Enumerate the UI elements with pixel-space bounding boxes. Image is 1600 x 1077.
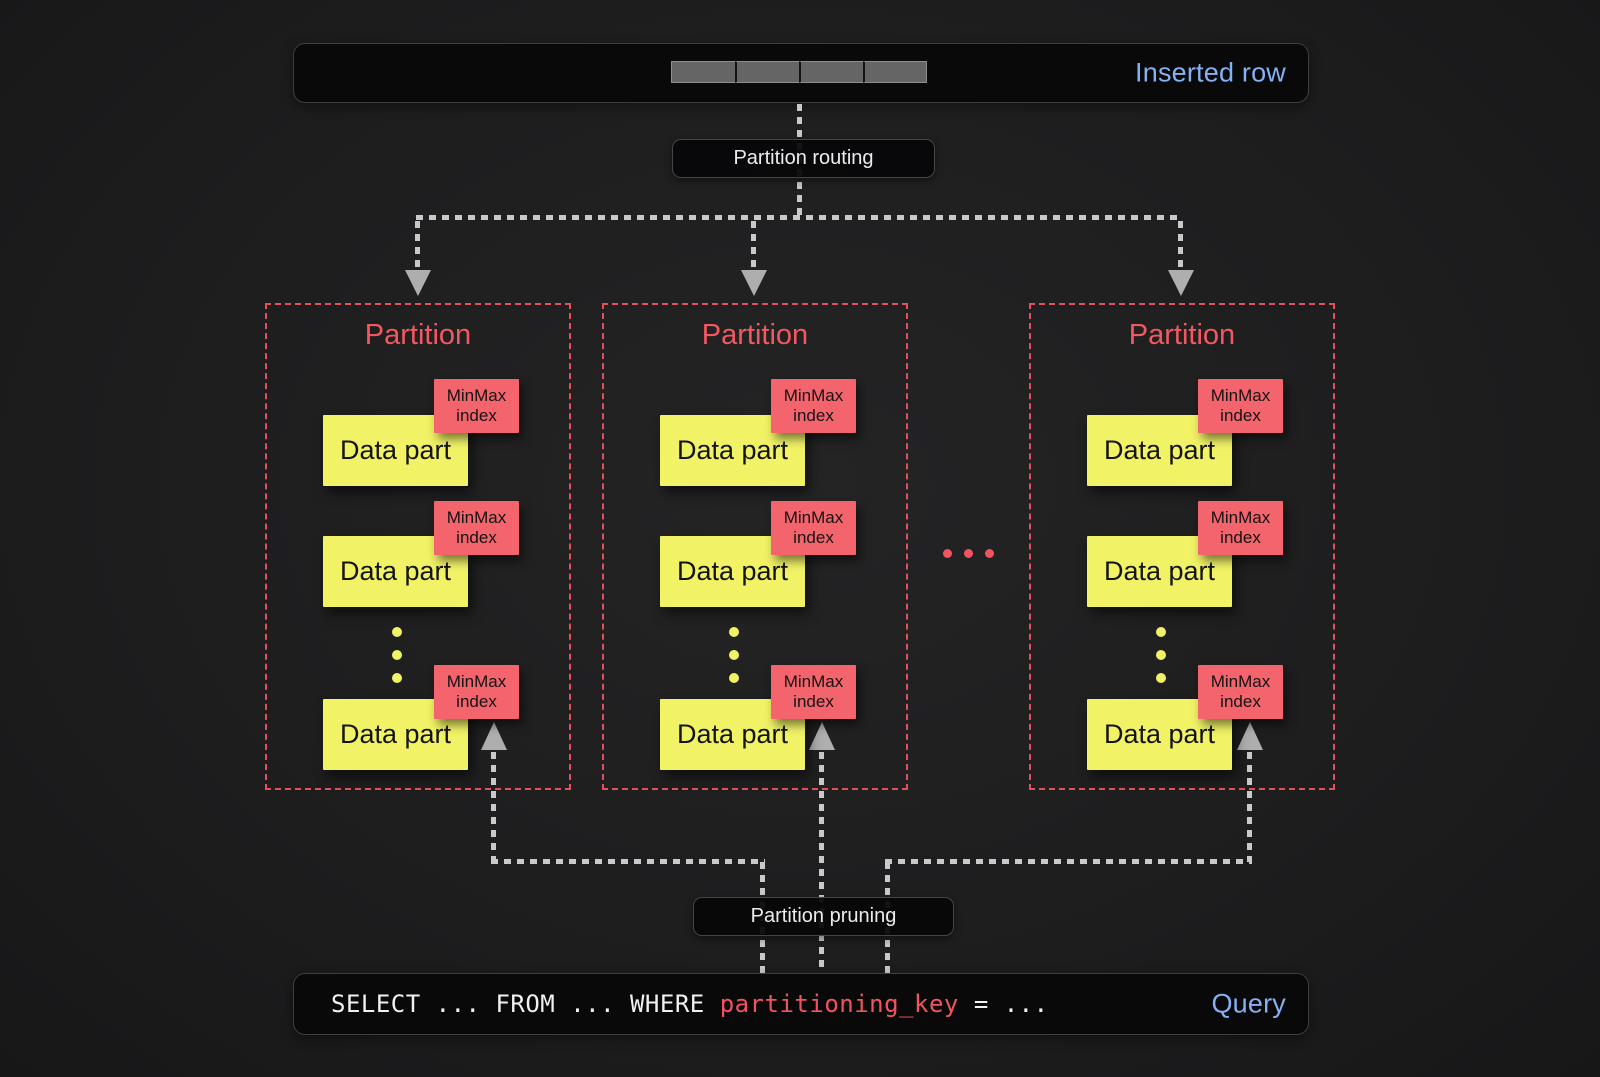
partition-routing-pill: Partition routing (672, 139, 935, 178)
partition-routing-label: Partition routing (733, 147, 874, 169)
partition-box-middle: Partition MinMax index Data part MinMax … (602, 303, 908, 790)
arrow-down-middle-icon (741, 270, 767, 296)
query-sql-text: SELECT ... FROM ... WHERE partitioning_k… (331, 990, 1049, 1018)
minmax-line2: index (456, 406, 497, 425)
ellipsis-dot (729, 673, 739, 683)
minmax-line1: MinMax (783, 671, 844, 691)
query-tail: = ... (958, 990, 1049, 1018)
pruning-line-middle (819, 752, 824, 973)
pruning-line-right-horizontal (885, 859, 1252, 864)
partition-ellipsis-dot (964, 549, 973, 558)
data-part-box: Data part (323, 699, 468, 770)
data-part-box: Data part (1087, 415, 1232, 486)
minmax-line1: MinMax (1210, 385, 1271, 405)
minmax-line2: index (793, 528, 834, 547)
minmax-index-tag: MinMax index (771, 379, 856, 433)
inserted-row-bar: Inserted row (293, 43, 1309, 103)
pruning-line-left-up (491, 752, 496, 862)
minmax-index-tag: MinMax index (1198, 665, 1283, 719)
minmax-line2: index (456, 528, 497, 547)
minmax-index-tag: MinMax index (1198, 379, 1283, 433)
arrow-up-left-icon (481, 722, 507, 750)
minmax-index-tag: MinMax index (434, 379, 519, 433)
minmax-index-tag: MinMax index (434, 501, 519, 555)
ellipsis-dot (1156, 673, 1166, 683)
row-segment-cell (735, 61, 799, 83)
query-bar: SELECT ... FROM ... WHERE partitioning_k… (293, 973, 1309, 1035)
arrow-down-left-icon (405, 270, 431, 296)
minmax-index-tag: MinMax index (771, 665, 856, 719)
ellipsis-dot (729, 627, 739, 637)
minmax-line2: index (1220, 692, 1261, 711)
partition-title: Partition (1128, 319, 1236, 351)
pruning-line-left-horizontal (491, 859, 765, 864)
minmax-line1: MinMax (446, 671, 507, 691)
minmax-line1: MinMax (446, 385, 507, 405)
arrow-up-middle-icon (809, 722, 835, 750)
ellipsis-dot (392, 650, 402, 660)
minmax-index-tag: MinMax index (1198, 501, 1283, 555)
partition-ellipsis-dot (985, 549, 994, 558)
minmax-line1: MinMax (783, 385, 844, 405)
minmax-line2: index (1220, 528, 1261, 547)
minmax-line2: index (456, 692, 497, 711)
minmax-line1: MinMax (783, 507, 844, 527)
minmax-line1: MinMax (446, 507, 507, 527)
branch-line (416, 215, 1183, 220)
partition-title: Partition (701, 319, 809, 351)
minmax-line2: index (793, 692, 834, 711)
query-partitioning-key: partitioning_key (719, 990, 959, 1018)
minmax-index-tag: MinMax index (771, 501, 856, 555)
ellipsis-dot (729, 650, 739, 660)
branch-drop-middle (751, 221, 756, 270)
pruning-line-right-up (1247, 752, 1252, 862)
row-segment-cell (799, 61, 863, 83)
partition-box-right: Partition MinMax index Data part MinMax … (1029, 303, 1335, 790)
inserted-row-label: Inserted row (1135, 57, 1286, 88)
arrow-down-right-icon (1168, 270, 1194, 296)
row-segments (671, 61, 927, 83)
query-label: Query (1211, 988, 1286, 1019)
ellipsis-dot (392, 673, 402, 683)
ellipsis-dot (1156, 627, 1166, 637)
partition-box-left: Partition MinMax index Data part MinMax … (265, 303, 571, 790)
partition-pruning-pill: Partition pruning (693, 897, 954, 936)
query-select-part: SELECT ... FROM ... WHERE (331, 990, 720, 1018)
row-segment-cell (863, 61, 927, 83)
branch-drop-right (1178, 221, 1183, 270)
partition-pruning-label: Partition pruning (750, 905, 897, 927)
row-segment-cell (671, 61, 735, 83)
minmax-line1: MinMax (1210, 671, 1271, 691)
branch-drop-left (415, 221, 420, 270)
partition-ellipsis-dot (943, 549, 952, 558)
ellipsis-dot (392, 627, 402, 637)
minmax-line2: index (793, 406, 834, 425)
minmax-index-tag: MinMax index (434, 665, 519, 719)
ellipsis-dot (1156, 650, 1166, 660)
arrow-up-right-icon (1237, 722, 1263, 750)
partition-title: Partition (364, 319, 472, 351)
minmax-line2: index (1220, 406, 1261, 425)
minmax-line1: MinMax (1210, 507, 1271, 527)
